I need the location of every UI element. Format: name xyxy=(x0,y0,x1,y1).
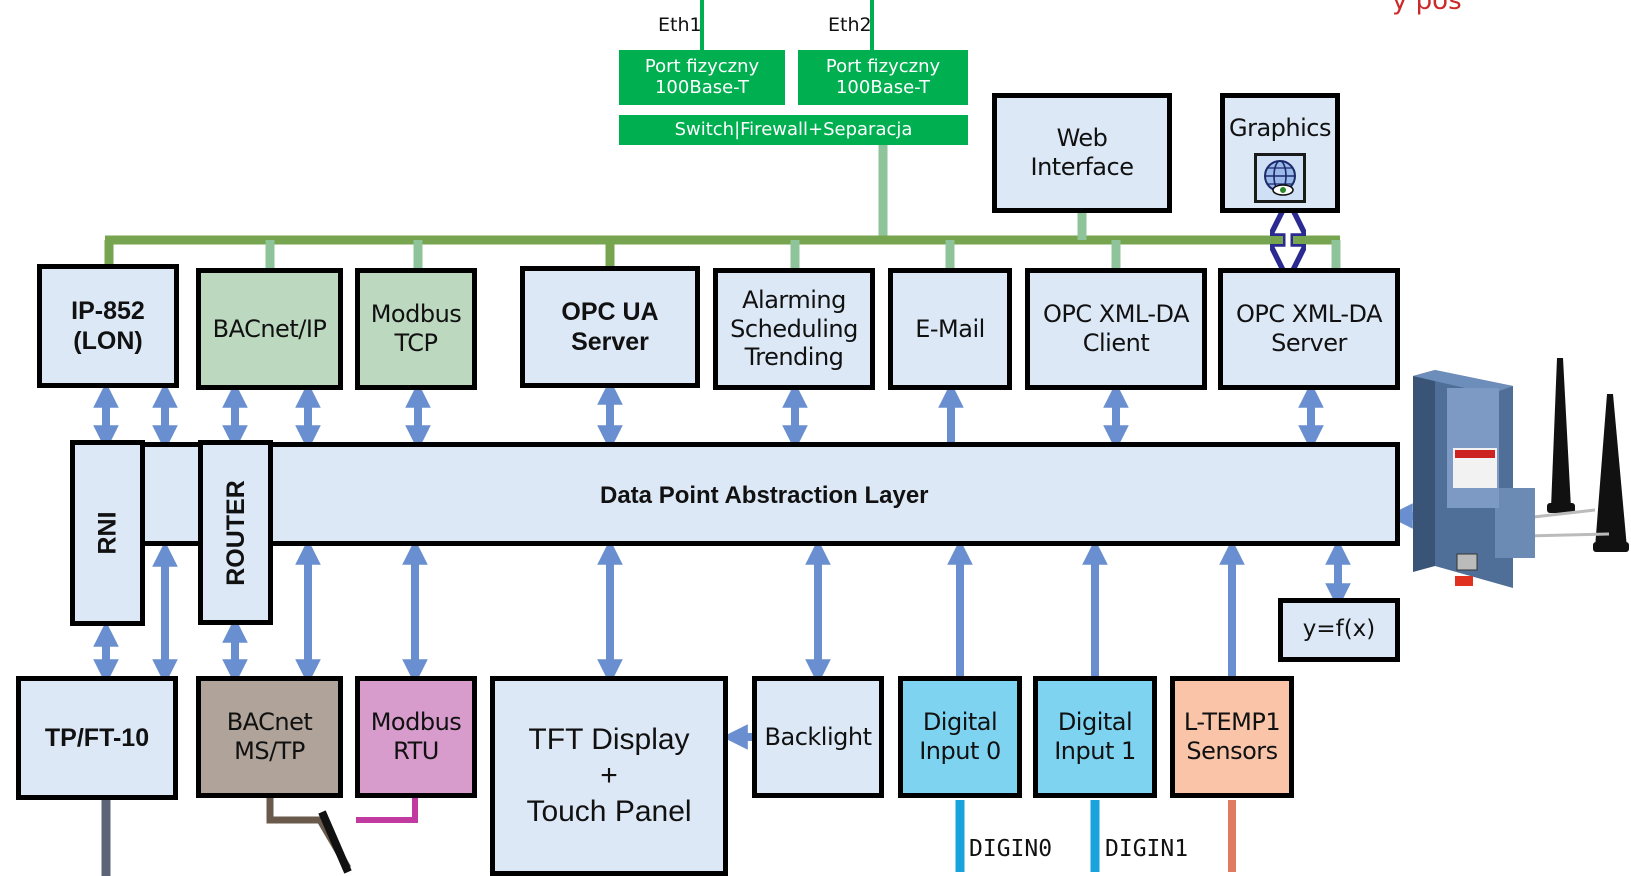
arrows-top xyxy=(93,379,1324,451)
ip852-box: IP-852 (LON) xyxy=(37,264,179,388)
globe-eye-graphic xyxy=(1264,160,1296,196)
router-box: ROUTER xyxy=(198,440,273,625)
globe-eye-icon xyxy=(1254,153,1306,203)
eth1-label: Eth1 xyxy=(658,14,702,36)
lwlan-device-graphic xyxy=(1413,358,1629,588)
dpal-box xyxy=(138,442,1400,546)
email-box: E-Mail xyxy=(888,268,1012,390)
opc-ua-server-box: OPC UA Server xyxy=(520,266,700,388)
tpft10-box: TP/FT-10 xyxy=(16,676,178,800)
digin1-label: DIGIN1 xyxy=(1105,836,1189,862)
field-cables xyxy=(101,796,1236,876)
web-interface-box: Web Interface xyxy=(992,93,1172,213)
port2-box: Port fizyczny 100Base-T xyxy=(798,50,968,105)
lwlan-device-image xyxy=(1395,358,1631,607)
bacnet-mstp-box: BACnet MS/TP xyxy=(196,676,343,798)
digital-input-1-box: Digital Input 1 xyxy=(1033,676,1157,798)
graphics-box: Graphics xyxy=(1220,93,1340,213)
antenna-icon xyxy=(1547,358,1629,552)
backlight-box: Backlight xyxy=(752,676,884,798)
alarming-box: Alarming Scheduling Trending xyxy=(713,268,875,390)
tft-display-box: TFT Display + Touch Panel xyxy=(490,676,728,876)
corner-text: y pos xyxy=(1392,0,1462,16)
eth2-label: Eth2 xyxy=(828,14,872,36)
lan-bus xyxy=(104,144,1341,268)
digin0-label: DIGIN0 xyxy=(969,836,1053,862)
port1-box: Port fizyczny 100Base-T xyxy=(619,50,785,105)
switch-firewall-box: Switch|Firewall+Separacja xyxy=(619,115,968,145)
bacnet-ip-box: BACnet/IP xyxy=(196,268,343,390)
ethernet-lines xyxy=(700,0,874,52)
yfx-box: y=f(x) xyxy=(1278,598,1400,662)
opc-xml-server-box: OPC XML-DA Server xyxy=(1218,268,1400,390)
modbus-rtu-box: Modbus RTU xyxy=(355,676,477,798)
ltemp-sensors-box: L-TEMP1 Sensors xyxy=(1170,676,1294,798)
rni-box: RNI xyxy=(70,440,145,626)
opc-xml-client-box: OPC XML-DA Client xyxy=(1025,268,1207,390)
modbus-tcp-box: Modbus TCP xyxy=(355,268,477,390)
dpal-label: Data Point Abstraction Layer xyxy=(600,482,929,509)
digital-input-0-box: Digital Input 0 xyxy=(898,676,1022,798)
